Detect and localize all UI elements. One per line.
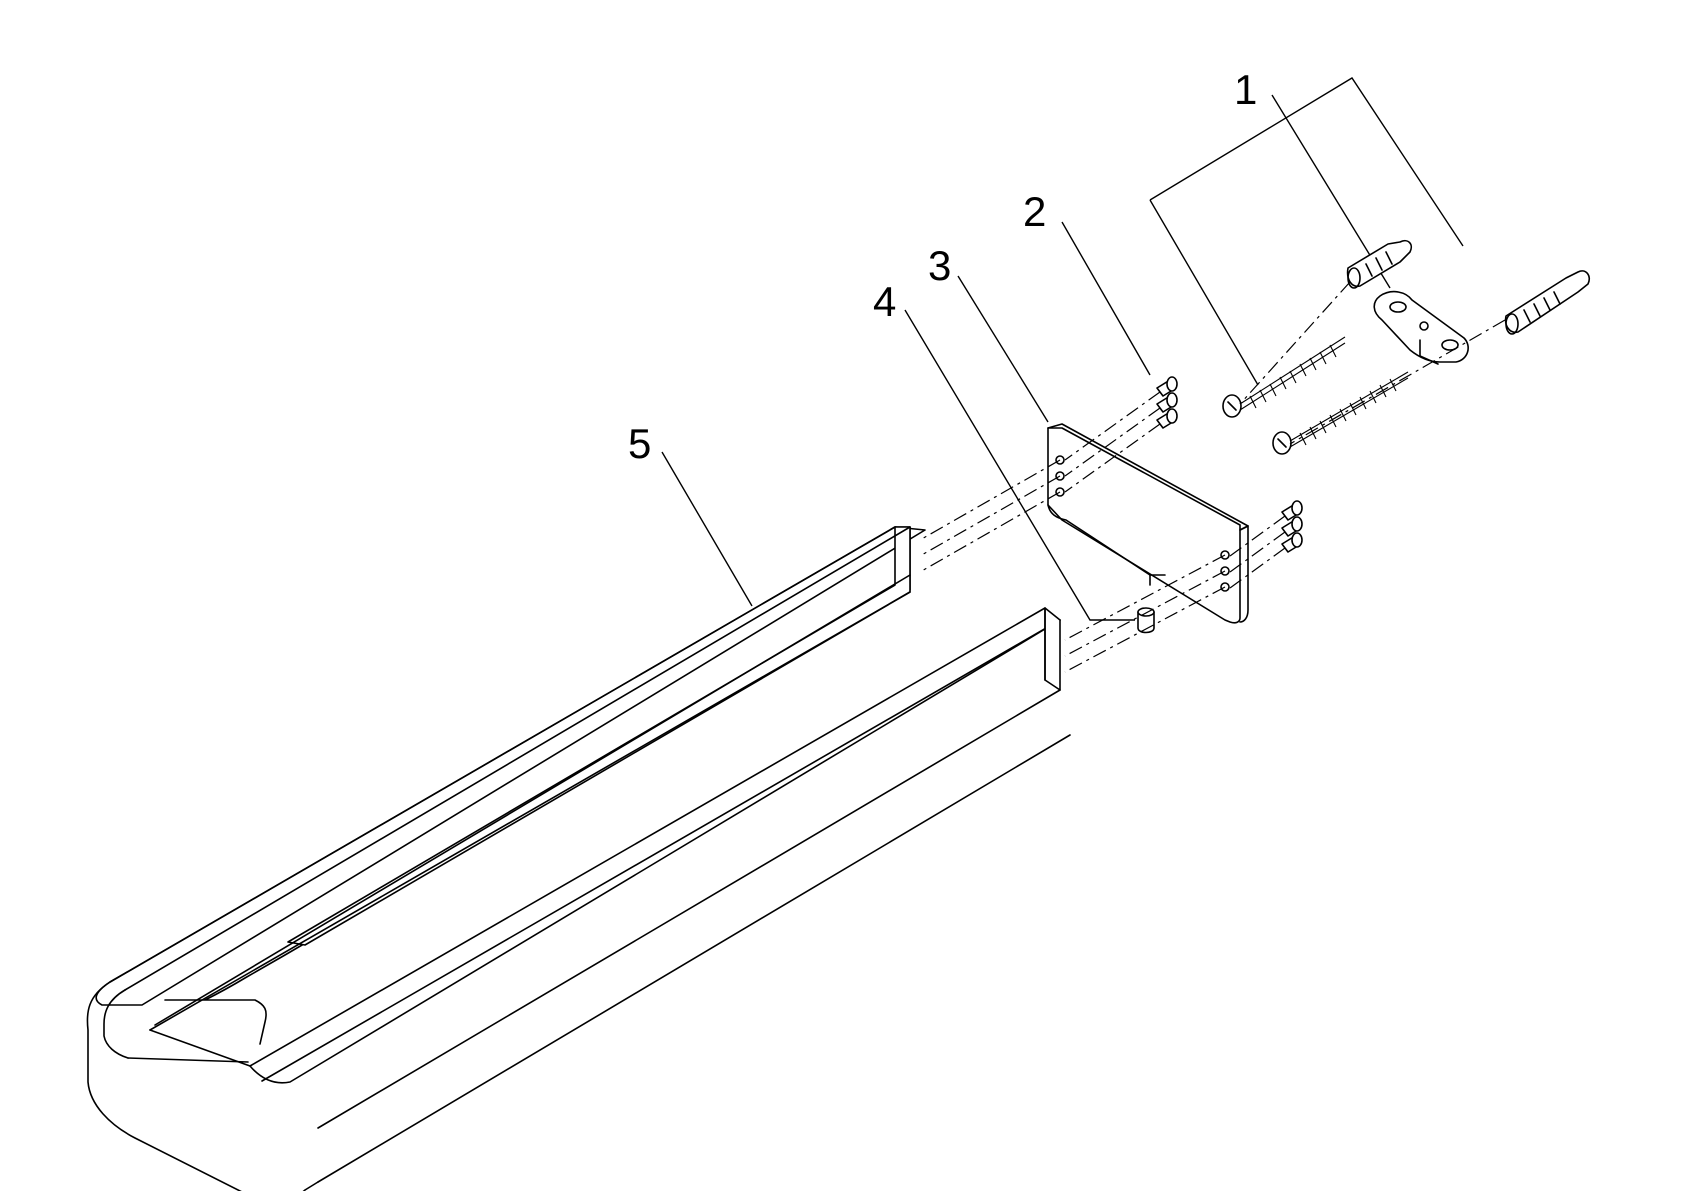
- leader-1-right: [1149, 199, 1259, 386]
- fixing-set-part-1: [1222, 239, 1591, 455]
- wall-bracket-part-3: [1047, 423, 1249, 624]
- leader-4: [904, 309, 1135, 621]
- leader-2: [1061, 221, 1151, 376]
- callout-3: 3: [928, 242, 951, 289]
- machine-screws-part-2: [1156, 376, 1303, 553]
- wood-screw-upper: [1222, 336, 1346, 418]
- wall-dowel-lower: [1504, 270, 1591, 335]
- rail-body: [287, 526, 911, 946]
- leader-lines: [661, 77, 1464, 621]
- mounting-plate: [1373, 290, 1469, 365]
- callout-4: 4: [873, 278, 896, 325]
- callout-5: 5: [628, 420, 651, 467]
- leader-3: [957, 275, 1049, 423]
- screws-upper-group: [1156, 376, 1178, 429]
- wall-dowel-upper: [1346, 239, 1413, 289]
- assembly-axis-lines: [919, 281, 1506, 673]
- wood-screw-lower: [1272, 371, 1409, 455]
- rail-outer-edge: [164, 526, 911, 1045]
- callout-1: 1: [1234, 66, 1257, 113]
- towel-rail-part-5: [86, 526, 1071, 1191]
- leader-5: [661, 451, 753, 607]
- bracket-front-face: [1047, 427, 1241, 624]
- callout-2: 2: [1023, 188, 1046, 235]
- bracket-right-face: [1239, 525, 1249, 623]
- screws-lower-group: [1281, 500, 1303, 553]
- leader-1-left: [1149, 77, 1464, 247]
